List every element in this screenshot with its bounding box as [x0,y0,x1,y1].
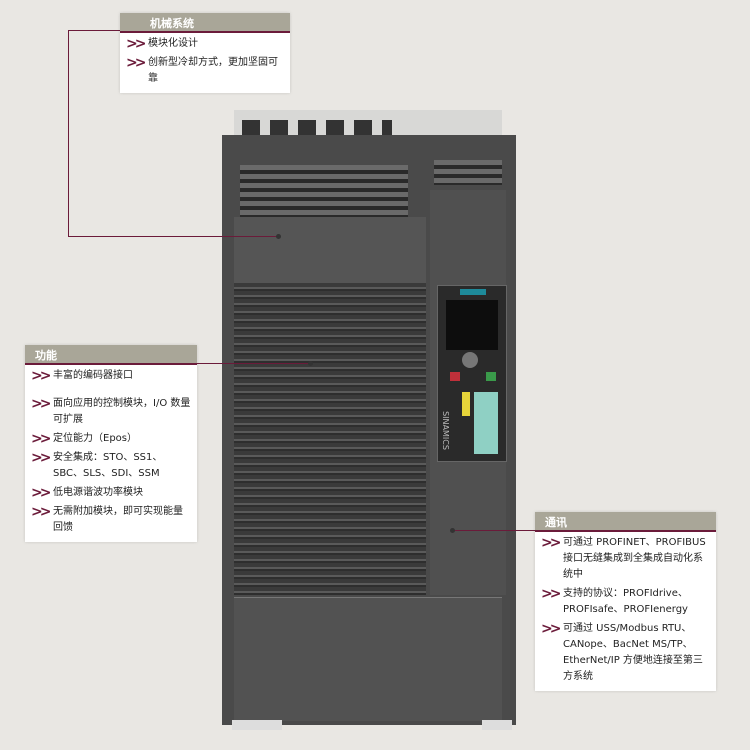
double-chevron-icon: >> [541,621,561,637]
callout-title: 功能 [25,345,197,365]
list-item: >>无需附加模块，即可实现能量回馈 [31,504,191,536]
item-text: 模块化设计 [148,38,198,49]
item-text: 可通过 USS/Modbus RTU、CANope、BacNet MS/TP、E… [563,623,703,682]
list-item: >>安全集成：STO、SS1、SBC、SLS、SDI、SSM [31,450,191,482]
double-chevron-icon: >> [31,450,51,466]
list-item: >>丰富的编码器接口 [31,368,191,384]
foot-right [482,720,512,730]
leader-line-mechanical-v [68,30,69,236]
leader-dot [308,361,313,366]
list-item: >>创新型冷却方式，更加坚固可靠 [126,55,284,87]
siemens-logo [460,289,486,295]
double-chevron-icon: >> [31,396,51,412]
leader-line-mechanical [68,30,120,31]
bottom-cover [234,597,502,721]
double-chevron-icon: >> [541,586,561,602]
list-item: >>低电源谐波功率模块 [31,485,191,501]
item-text: 面向应用的控制模块，I/O 数量可扩展 [53,398,191,425]
item-text: 丰富的编码器接口 [53,370,133,381]
brand-label: SINAMICS [440,411,450,450]
terminal-strip [474,392,498,454]
list-item: >>定位能力（Epos） [31,431,191,447]
leader-dot [276,234,281,239]
callout-title: 通讯 [535,512,716,532]
leader-line-communication [452,530,535,531]
top-vent-left [240,165,408,217]
front-panel [234,217,426,283]
item-text: 安全集成：STO、SS1、SBC、SLS、SDI、SSM [53,452,163,479]
leader-dot [450,528,455,533]
list-item: >>可通过 PROFINET、PROFIBUS 接口无缝集成到全集成自动化系统中 [541,535,710,583]
leader-line-mechanical-h [68,236,278,237]
double-chevron-icon: >> [31,504,51,520]
drive-device: SINAMICS [222,110,516,730]
control-unit: SINAMICS [437,285,507,462]
double-chevron-icon: >> [31,485,51,501]
item-text: 定位能力（Epos） [53,433,137,444]
double-chevron-icon: >> [541,535,561,551]
list-item: >>支持的协议：PROFIdrive、PROFIsafe、PROFIenergy [541,586,710,618]
item-text: 可通过 PROFINET、PROFIBUS 接口无缝集成到全集成自动化系统中 [563,537,706,580]
list-item: >>面向应用的控制模块，I/O 数量可扩展 [31,396,191,428]
item-text: 低电源谐波功率模块 [53,487,143,498]
callout-functions: 功能 >>丰富的编码器接口 >>面向应用的控制模块，I/O 数量可扩展 >>定位… [25,345,197,542]
double-chevron-icon: >> [126,55,146,71]
operator-panel-screen [446,300,498,350]
double-chevron-icon: >> [126,36,146,52]
item-text: 支持的协议：PROFIdrive、PROFIsafe、PROFIenergy [563,588,688,615]
nav-dial[interactable] [462,352,478,368]
item-text: 创新型冷却方式，更加坚固可靠 [148,57,278,84]
start-button[interactable] [486,372,496,381]
heatsink-fins [234,283,426,595]
callout-mechanical: 机械系统 >>模块化设计 >>创新型冷却方式，更加坚固可靠 [120,13,290,93]
list-item: >>可通过 USS/Modbus RTU、CANope、BacNet MS/TP… [541,621,710,685]
callout-communication: 通讯 >>可通过 PROFINET、PROFIBUS 接口无缝集成到全集成自动化… [535,512,716,691]
item-text: 无需附加模块，即可实现能量回馈 [53,506,183,533]
status-leds [462,392,470,416]
list-item: >>模块化设计 [126,36,284,52]
foot-left [232,720,282,730]
stop-button[interactable] [450,372,460,381]
double-chevron-icon: >> [31,431,51,447]
leader-line-functions [197,363,310,364]
top-vent-right [434,160,502,185]
callout-title: 机械系统 [120,13,290,33]
double-chevron-icon: >> [31,368,51,384]
